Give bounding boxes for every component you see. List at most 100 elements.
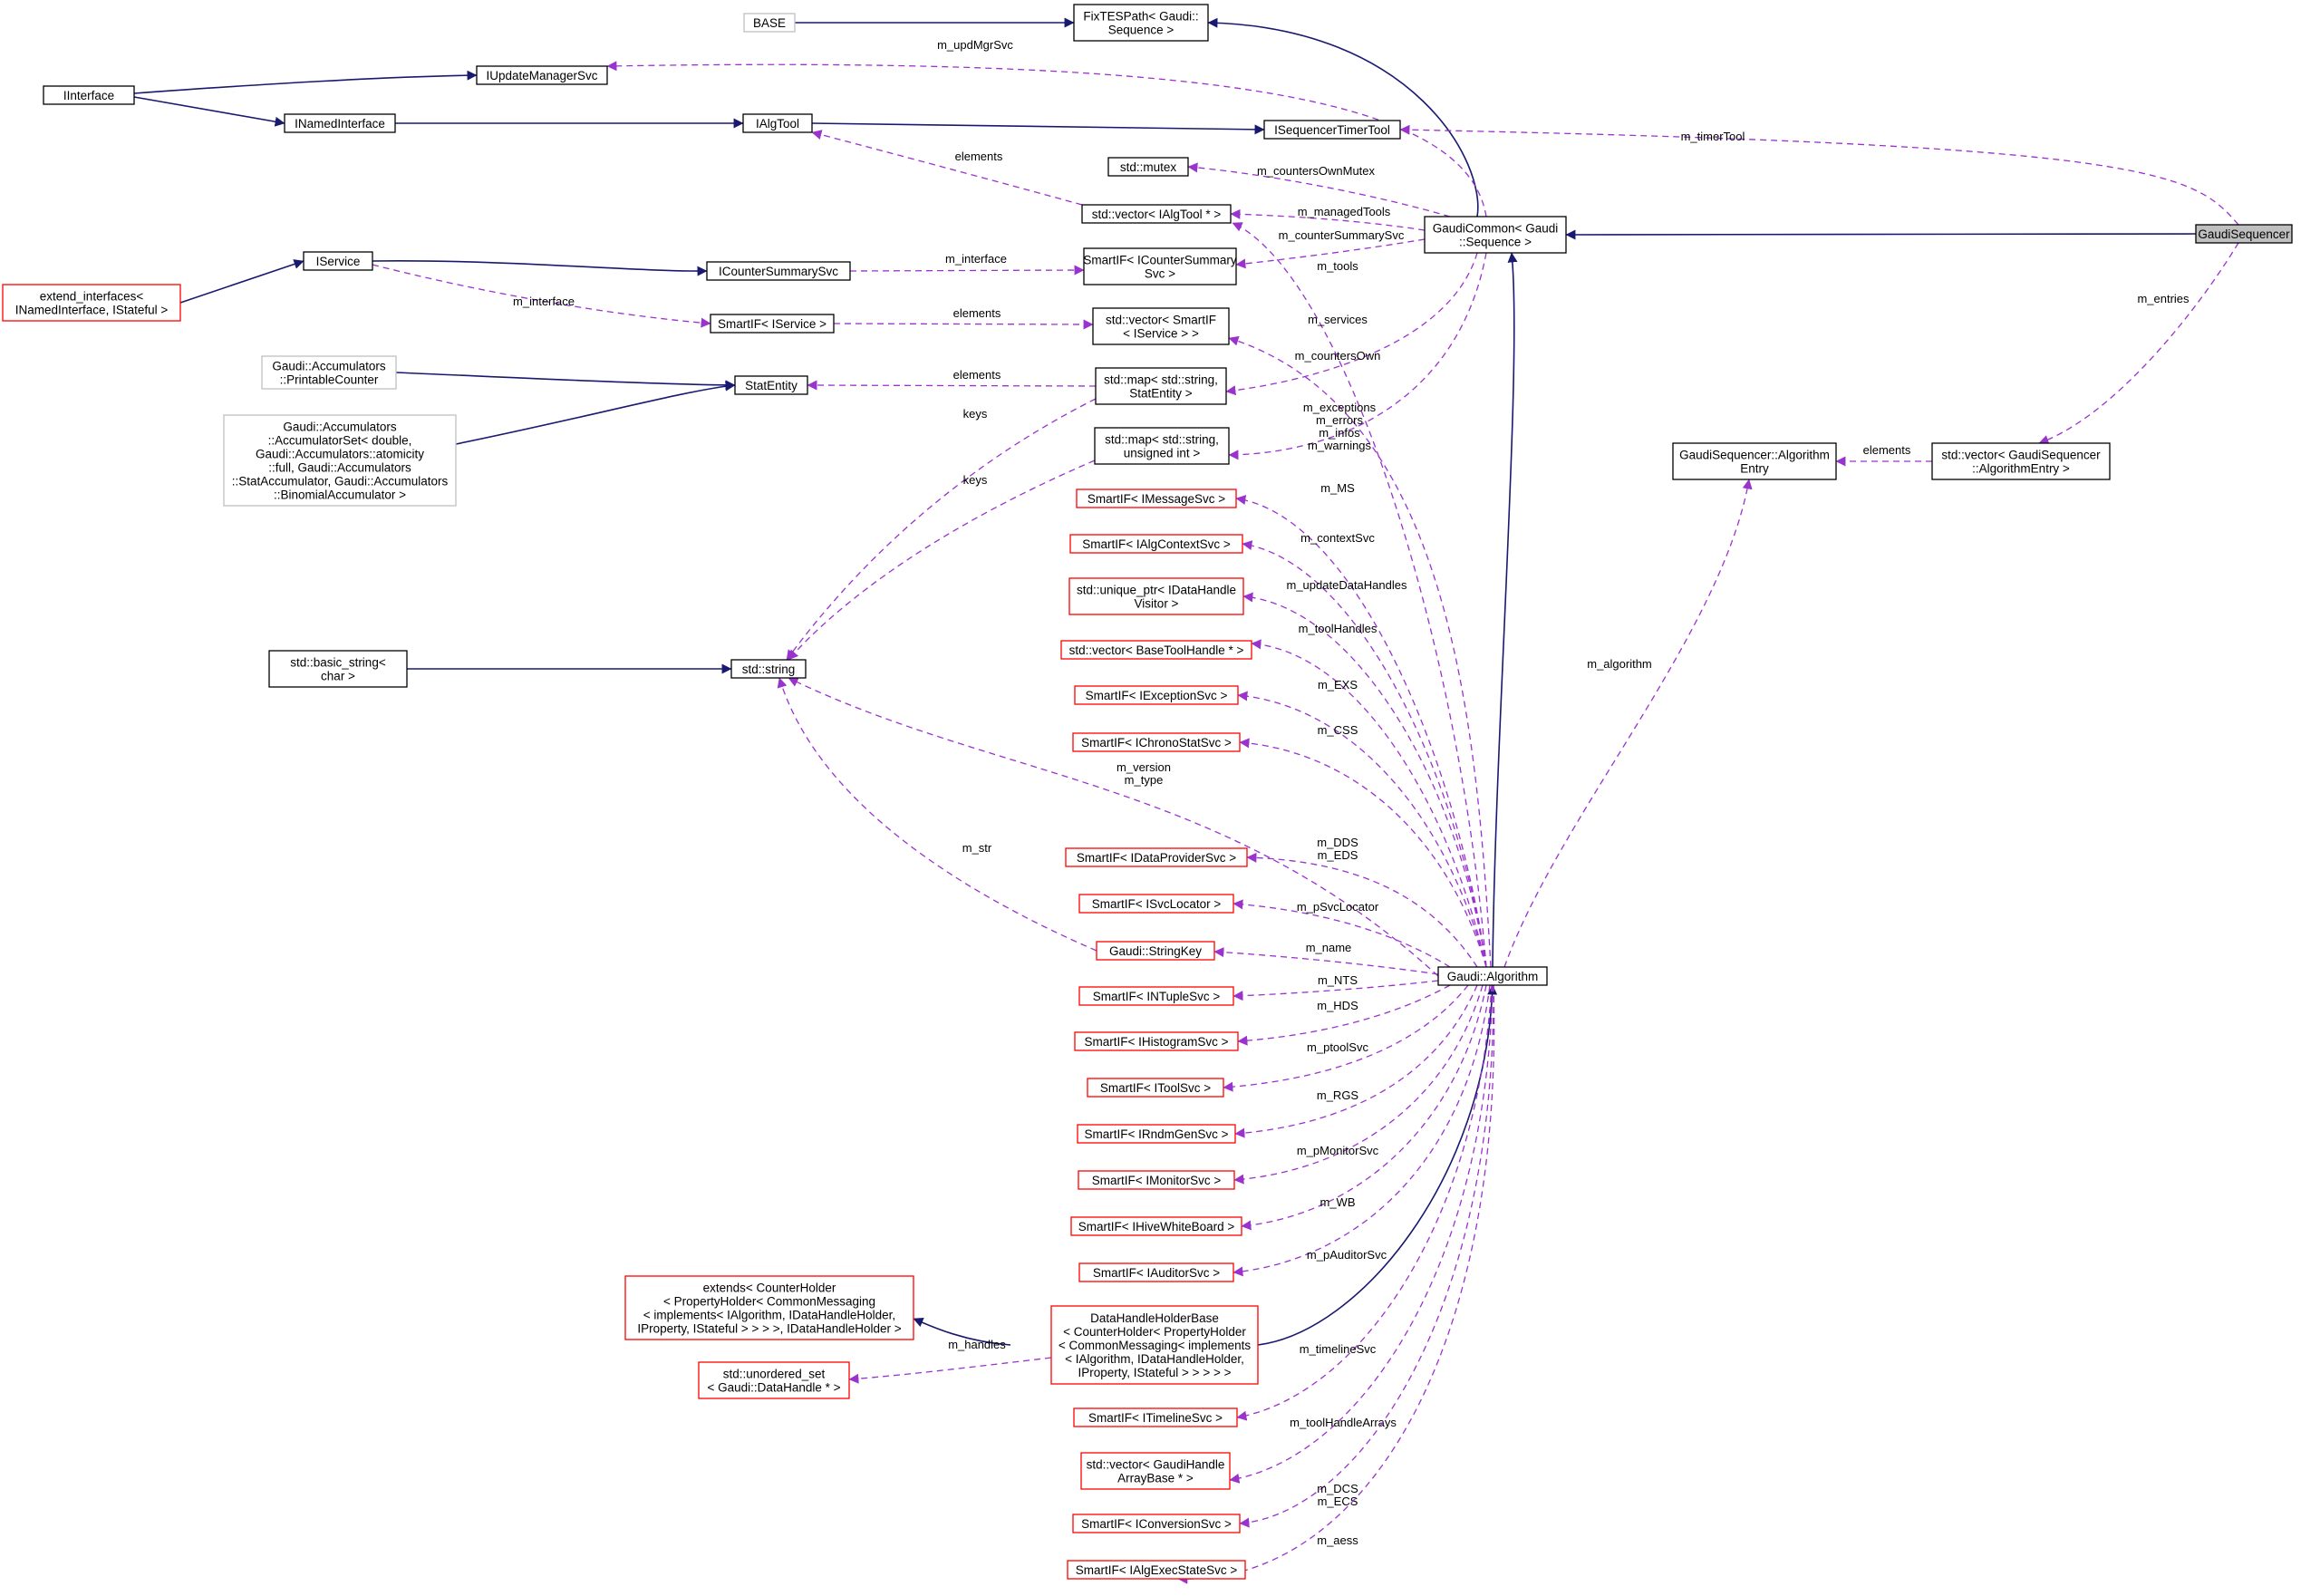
class-node-vecIAlgTool[interactable]: std::vector< IAlgTool * > <box>1081 204 1232 224</box>
class-node-vecBaseToolHandle[interactable]: std::vector< BaseToolHandle * > <box>1060 640 1252 660</box>
class-node-SmartIFAuditorSvc[interactable]: SmartIF< IAuditorSvc > <box>1078 1262 1234 1282</box>
class-node-StringKey[interactable]: Gaudi::StringKey <box>1096 941 1215 961</box>
class-node-PrintableCounter[interactable]: Gaudi::Accumulators::PrintableCounter <box>261 355 397 390</box>
class-node-extendsCounterHolder[interactable]: extends< CounterHolder< PropertyHolder< … <box>624 1275 914 1340</box>
node-box <box>268 650 408 688</box>
class-node-IService[interactable]: IService <box>303 251 373 271</box>
edge-path <box>1207 17 1479 218</box>
class-node-SmartIFMessageSvc[interactable]: SmartIF< IMessageSvc > <box>1076 488 1237 508</box>
class-node-mapStatEntity[interactable]: std::map< std::string,StatEntity > <box>1095 367 1227 405</box>
class-node-SmartIFTimelineSvc[interactable]: SmartIF< ITimelineSvc > <box>1073 1407 1238 1427</box>
edge-label: m_DDS <box>1317 836 1358 849</box>
edge-path <box>455 381 736 445</box>
usage-edge-vecIAlgTool-to-GaudiAlgorithm: m_tools <box>1232 222 1487 968</box>
node-label-line: std::vector< SmartIF <box>1106 314 1216 327</box>
class-node-unorderedSet[interactable]: std::unordered_set< Gaudi::DataHandle * … <box>698 1361 850 1399</box>
class-node-GaudiSequencer[interactable]: GaudiSequencer <box>2195 224 2293 244</box>
node-label-line: std::unordered_set <box>723 1368 826 1381</box>
node-label-line: GaudiSequencer <box>2198 227 2290 241</box>
class-node-SmartIFAlgContextSvc[interactable]: SmartIF< IAlgContextSvc > <box>1069 534 1243 554</box>
edge-path <box>1232 899 1451 968</box>
node-box <box>1067 1560 1246 1580</box>
usage-edge-SmartIFAlgContextSvc-to-GaudiAlgorithm: m_contextSvc <box>1242 531 1487 968</box>
class-node-SmartIFExceptionSvc[interactable]: SmartIF< IExceptionSvc > <box>1074 685 1239 705</box>
class-node-SmartIFDataProviderSvc[interactable]: SmartIF< IDataProviderSvc > <box>1065 847 1248 867</box>
class-node-AccumulatorSet[interactable]: Gaudi::Accumulators::AccumulatorSet< dou… <box>223 414 457 507</box>
class-node-SmartIFSvcLocator[interactable]: SmartIF< ISvcLocator > <box>1078 894 1234 914</box>
class-node-GaudiAlgorithm[interactable]: Gaudi::Algorithm <box>1437 966 1548 986</box>
node-label-line: SmartIF< IChronoStatSvc > <box>1081 736 1232 750</box>
class-node-stdmutex[interactable]: std::mutex <box>1107 157 1189 177</box>
edge-path <box>1241 984 1487 1231</box>
node-label-line: < CommonMessaging< implements <box>1058 1339 1252 1352</box>
usage-edge-mapStatEntity-to-GaudiCommon: m_countersOwn <box>1225 252 1478 396</box>
class-node-vecSmartIFIService[interactable]: std::vector< SmartIF< IService > > <box>1092 307 1230 345</box>
class-node-SmartIFCounterSummarySvc[interactable]: SmartIF< ICounterSummarySvc > <box>1083 247 1237 285</box>
edge-path <box>1232 984 1491 1277</box>
edge-label: m_timerTool <box>1681 130 1745 143</box>
class-node-FixTESPath[interactable]: FixTESPath< Gaudi::Sequence > <box>1073 4 1209 42</box>
class-node-SmartIFHiveWhiteBoard[interactable]: SmartIF< IHiveWhiteBoard > <box>1070 1216 1242 1236</box>
class-node-SmartIFToolSvc[interactable]: SmartIF< IToolSvc > <box>1087 1078 1224 1098</box>
edge-path <box>1239 984 1494 1528</box>
class-node-SmartIFChronoStatSvc[interactable]: SmartIF< IChronoStatSvc > <box>1072 732 1241 752</box>
class-node-SmartIFHistogramSvc[interactable]: SmartIF< IHistogramSvc > <box>1074 1031 1239 1051</box>
node-label-line: IAlgTool <box>756 117 799 131</box>
class-node-ISequencerTimerTool[interactable]: ISequencerTimerTool <box>1263 120 1401 140</box>
node-label-line: SmartIF< IHiveWhiteBoard > <box>1078 1220 1235 1233</box>
node-label-line: ::full, Gaudi::Accumulators <box>268 461 411 475</box>
class-node-IInterface[interactable]: IInterface <box>43 85 135 105</box>
class-node-DataHandleHolderBase[interactable]: DataHandleHolderBase< CounterHolder< Pro… <box>1050 1305 1259 1385</box>
node-label-line: std::mutex <box>1120 160 1177 174</box>
class-node-SmartIFMonitorSvc[interactable]: SmartIF< IMonitorSvc > <box>1078 1170 1235 1190</box>
edge-label: m_name <box>1306 941 1352 954</box>
usage-edge-IUpdateManagerSvc-to-GaudiCommon: m_updMgrSvc <box>606 38 1487 218</box>
class-node-SmartIFAlgExecStateSvc[interactable]: SmartIF< IAlgExecStateSvc > <box>1067 1560 1246 1580</box>
edge-label: m_DCS <box>1317 1482 1358 1495</box>
edge-path <box>1399 124 2239 226</box>
node-label-line: Gaudi::Accumulators::atomicity <box>256 448 424 461</box>
node-label-line: StatEntity > <box>1129 387 1193 401</box>
nodes-layer: GaudiSequencer GaudiCommon< Gaudi::Sequen… <box>2 4 2293 1580</box>
class-node-extend_interfaces[interactable]: extend_interfaces<INamedInterface, IStat… <box>2 284 181 322</box>
edge-path <box>777 677 1097 952</box>
edge-path <box>2038 242 2239 445</box>
class-node-BASE[interactable]: BASE <box>743 13 796 33</box>
node-label-line: Entry <box>1740 462 1769 476</box>
node-box <box>734 375 808 395</box>
class-node-SmartIFConversionSvc[interactable]: SmartIF< IConversionSvc > <box>1072 1514 1241 1533</box>
node-label-line: SmartIF< INTupleSvc > <box>1093 990 1221 1003</box>
class-node-GSAlgorithmEntry[interactable]: GaudiSequencer::AlgorithmEntry <box>1672 442 1837 480</box>
class-node-GaudiCommon[interactable]: GaudiCommon< Gaudi::Sequence > <box>1424 216 1567 254</box>
node-box <box>1060 640 1252 660</box>
node-box <box>1095 367 1227 405</box>
class-node-stdstring[interactable]: std::string <box>730 659 807 679</box>
node-box <box>624 1275 914 1340</box>
class-node-mapUInt[interactable]: std::map< std::string,unsigned int > <box>1094 427 1230 465</box>
class-node-SmartIFRndmGenSvc[interactable]: SmartIF< IRndmGenSvc > <box>1077 1124 1236 1144</box>
edge-path <box>1237 691 1487 968</box>
usage-edge-SmartIFTimelineSvc-to-GaudiAlgorithm: m_timelineSvc <box>1236 984 1493 1421</box>
usage-edge-vecBaseToolHandle-to-GaudiAlgorithm: m_toolHandles <box>1251 622 1487 968</box>
class-node-vecAlgorithmEntry[interactable]: std::vector< GaudiSequencer::AlgorithmEn… <box>1931 442 2111 480</box>
edge-path <box>372 260 708 276</box>
usage-edge-SmartIFCounterSummarySvc-to-GaudiCommon: m_counterSummarySvc <box>1235 228 1426 269</box>
class-node-SmartIFIService[interactable]: SmartIF< IService > <box>710 314 835 334</box>
usage-edge-StringKey-to-GaudiAlgorithm: m_name <box>1213 941 1439 975</box>
edge-path <box>807 380 1097 391</box>
class-node-IAlgTool[interactable]: IAlgTool <box>742 113 813 133</box>
node-box <box>1072 732 1241 752</box>
class-node-basic_string[interactable]: std::basic_string<char > <box>268 650 408 688</box>
class-node-INamedInterface[interactable]: INamedInterface <box>284 113 396 133</box>
node-label-line: Gaudi::Algorithm <box>1447 970 1539 983</box>
node-label-line: SmartIF< IConversionSvc > <box>1081 1517 1232 1531</box>
class-node-ICounterSummarySvc[interactable]: ICounterSummarySvc <box>706 261 851 281</box>
class-node-IUpdateManagerSvc[interactable]: IUpdateManagerSvc <box>476 65 608 85</box>
class-node-SmartIFNTupleSvc[interactable]: SmartIF< INTupleSvc > <box>1078 986 1234 1006</box>
class-node-StatEntity[interactable]: StatEntity <box>734 375 808 395</box>
edge-label: m_updMgrSvc <box>937 38 1013 52</box>
